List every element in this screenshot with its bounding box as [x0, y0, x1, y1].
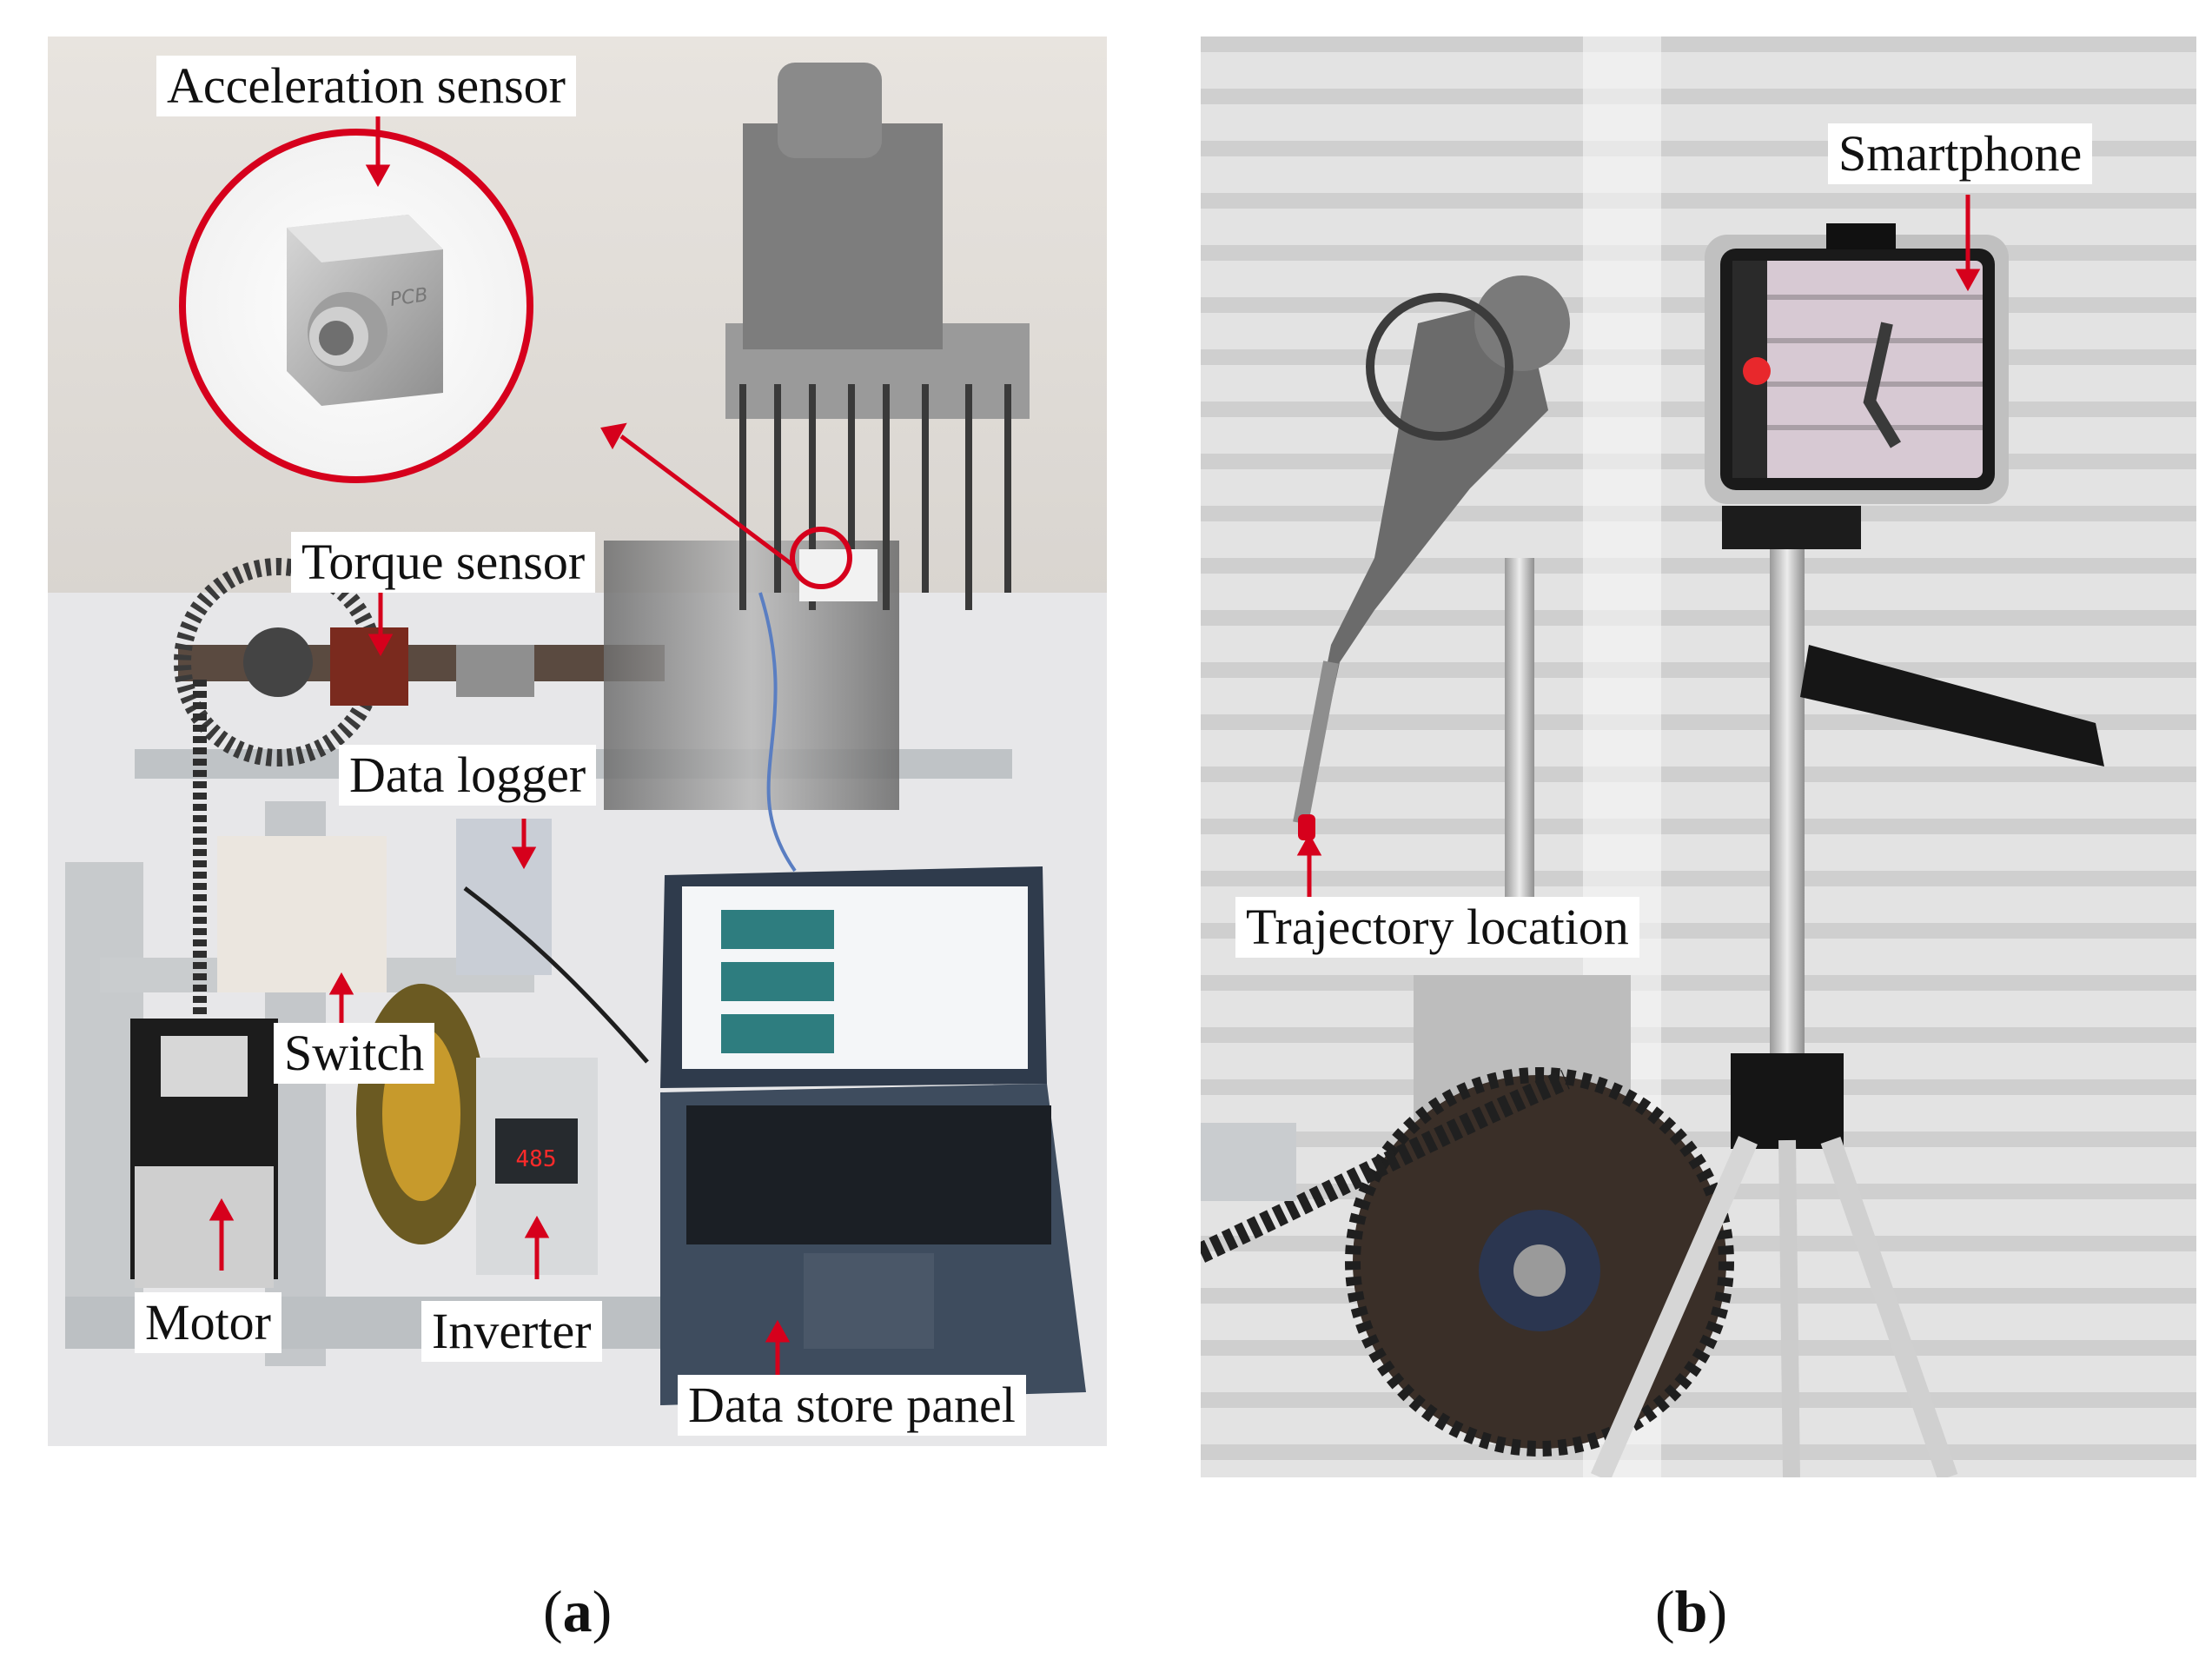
tripod [1591, 506, 2104, 1477]
label-switch: Switch [274, 1023, 435, 1084]
label-torque-sensor: Torque sensor [291, 532, 596, 593]
photo-panel-a: 485 PCB [48, 36, 1107, 1446]
label-motor: Motor [135, 1292, 281, 1353]
caption-a: (a) [543, 1578, 613, 1644]
test-rig-photo: 485 PCB [48, 36, 1107, 1446]
torque-sensor-body [330, 627, 408, 706]
acceleration-sensor-inset: PCB [179, 129, 533, 483]
caption-a-letter: a [562, 1578, 593, 1644]
sensor-brand-text: PCB [388, 284, 429, 311]
label-acceleration-sensor: Acceleration sensor [156, 56, 576, 116]
label-data-logger: Data logger [339, 745, 597, 806]
smartphone-tracking-photo [1201, 36, 2196, 1477]
sensor-location-circle [790, 527, 852, 589]
data-logger-device [456, 819, 552, 975]
inverter-display-text: 485 [516, 1146, 557, 1172]
label-smartphone: Smartphone [1828, 123, 2093, 184]
drive-shaft [174, 558, 665, 1062]
caption-b: (b) [1655, 1578, 1728, 1644]
laptop [660, 866, 1086, 1405]
label-trajectory-location: Trajectory location [1235, 897, 1639, 958]
photo-panel-b: Smartphone Trajectory location [1201, 36, 2196, 1477]
sprocket [1201, 1067, 1734, 1457]
label-inverter: Inverter [421, 1301, 602, 1362]
label-data-store-panel: Data store panel [678, 1375, 1026, 1436]
annotation-arrows-b [1296, 195, 1981, 897]
trajectory-marker [1298, 814, 1315, 840]
record-button-icon [1743, 357, 1771, 385]
caption-b-letter: b [1674, 1578, 1708, 1644]
switch-box [217, 836, 387, 992]
transplanter-mechanism [604, 63, 1030, 810]
smartphone [1705, 223, 2009, 504]
